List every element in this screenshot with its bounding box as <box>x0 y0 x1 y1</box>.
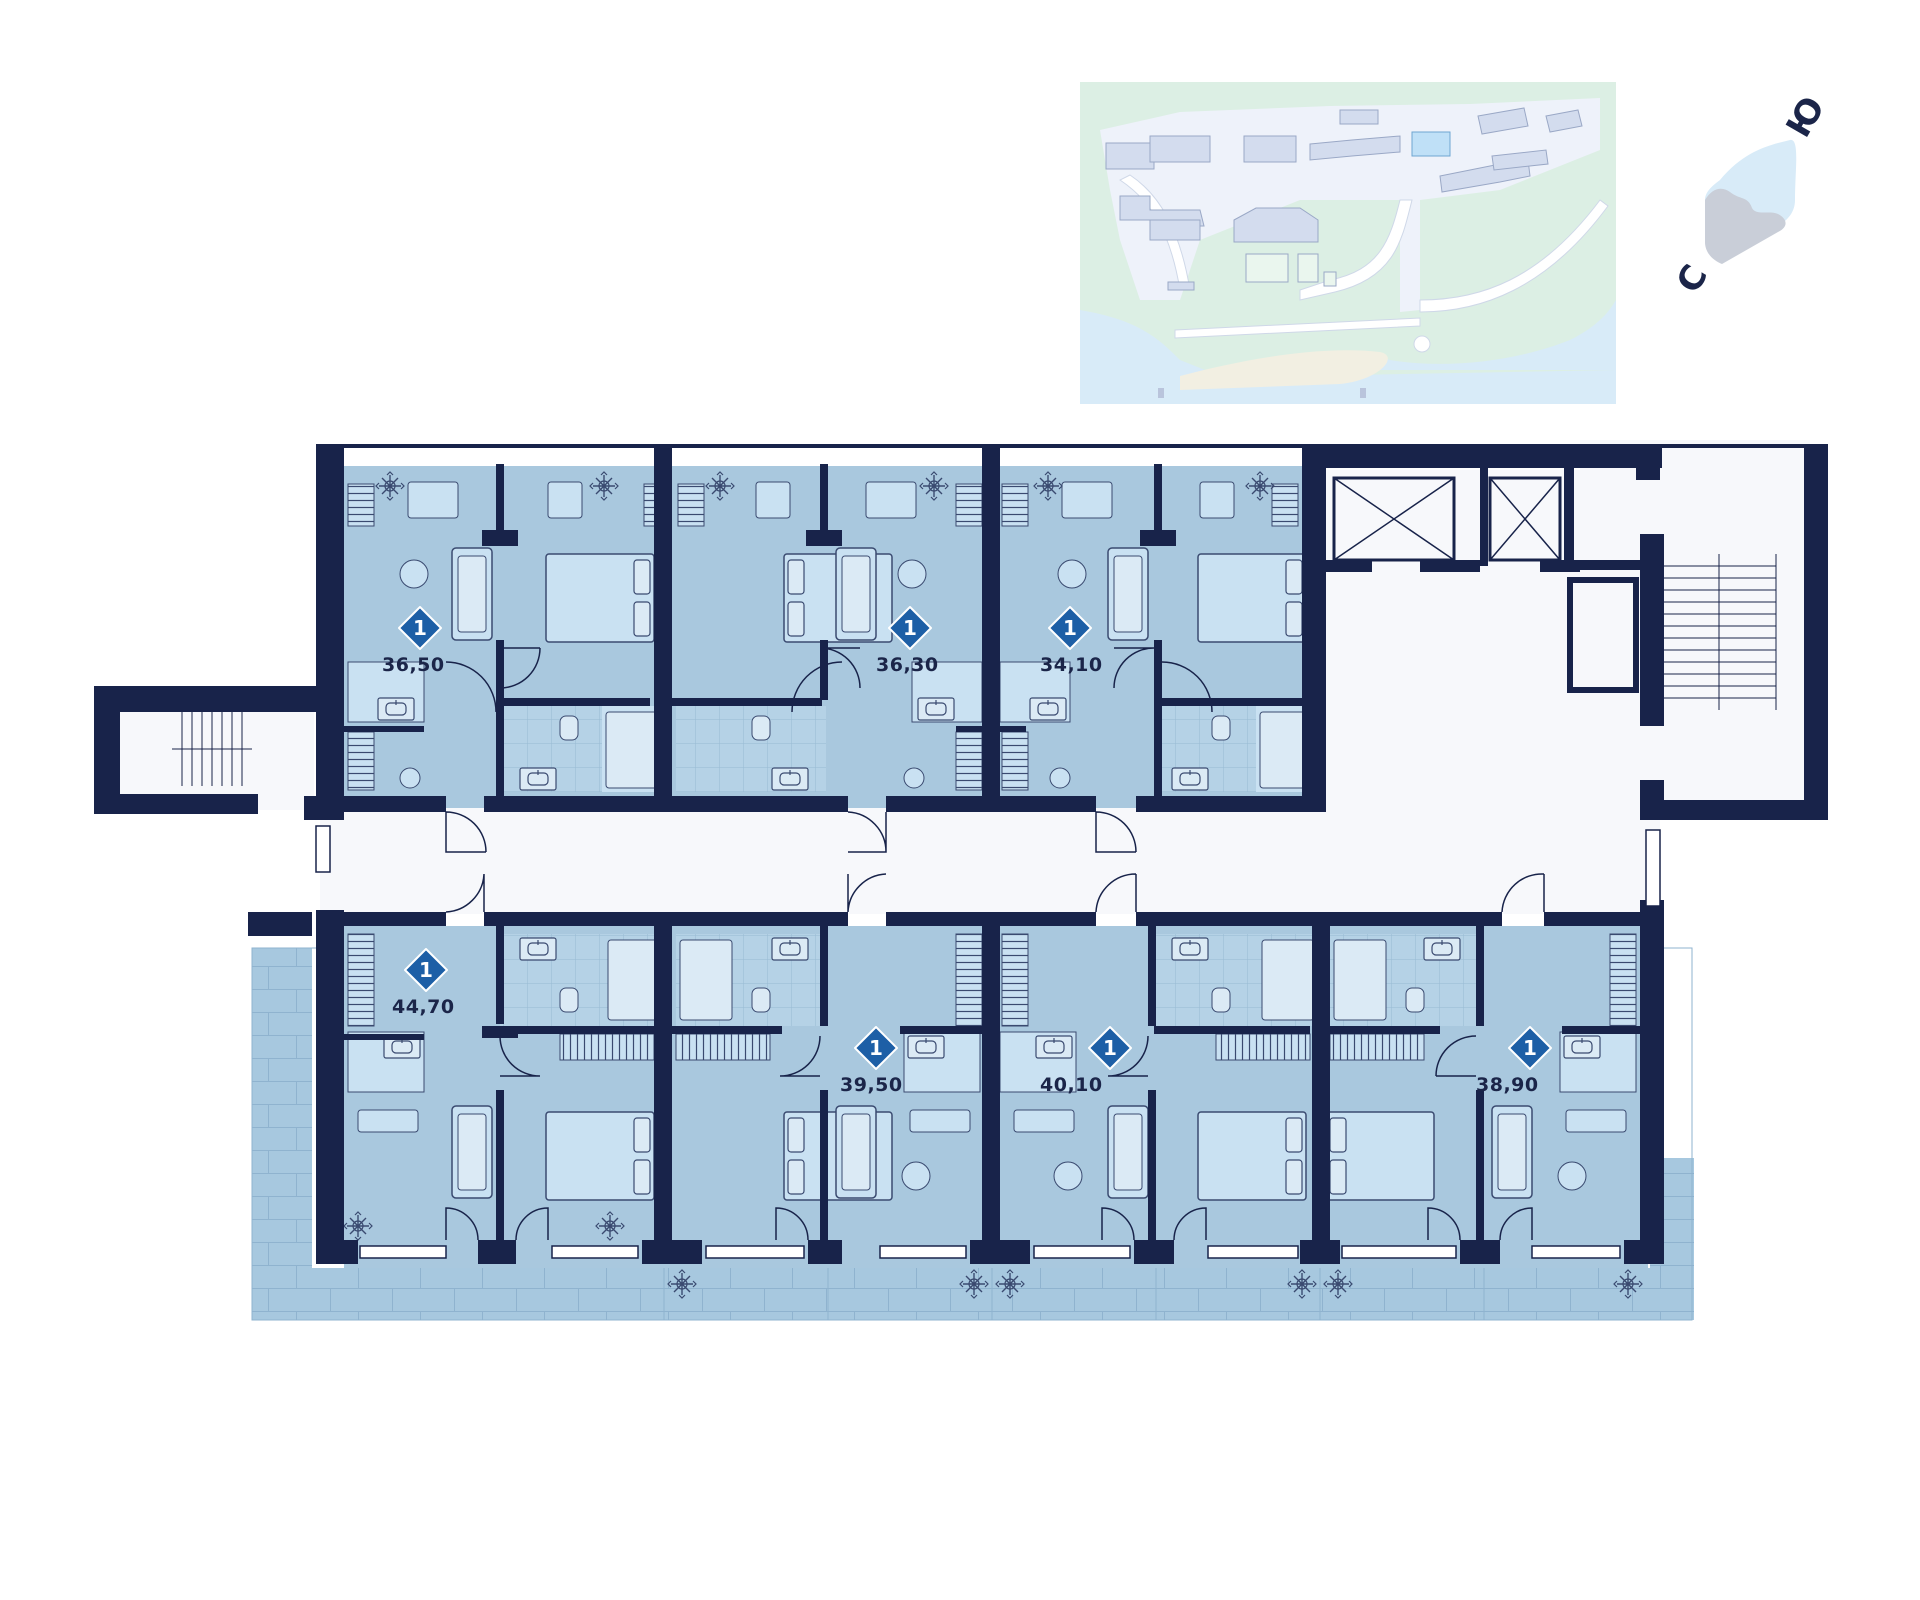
room-count-badge[interactable]: 1 <box>404 948 448 992</box>
room-count-badge[interactable]: 1 <box>1048 606 1092 650</box>
apartment-area[interactable]: 39,50 <box>840 1074 903 1096</box>
apartment-area[interactable]: 34,10 <box>1040 654 1103 676</box>
room-count-badge[interactable]: 1 <box>1508 1026 1552 1070</box>
doors <box>445 647 1545 1241</box>
terrace <box>251 947 1694 1321</box>
apartment-area[interactable]: 36,50 <box>382 654 445 676</box>
room-count-badge[interactable]: 1 <box>398 606 442 650</box>
furniture <box>343 471 1643 1299</box>
apartment-area[interactable]: 44,70 <box>392 996 455 1018</box>
room-count-badge[interactable]: 1 <box>854 1026 898 1070</box>
room-count-badge[interactable]: 1 <box>1088 1026 1132 1070</box>
stairs-main <box>1661 554 1777 710</box>
walls <box>94 444 1828 1264</box>
room-count-badge[interactable]: 1 <box>888 606 932 650</box>
bathrooms <box>500 706 1480 1026</box>
apartment-area[interactable]: 40,10 <box>1040 1074 1103 1096</box>
stairs-side <box>172 712 252 786</box>
windows <box>315 825 1661 1259</box>
apartment-area[interactable]: 38,90 <box>1476 1074 1539 1096</box>
core <box>172 476 1777 786</box>
site-plan-inset <box>1080 82 1616 404</box>
compass-icon <box>1705 139 1797 264</box>
apartment-area[interactable]: 36,30 <box>876 654 939 676</box>
